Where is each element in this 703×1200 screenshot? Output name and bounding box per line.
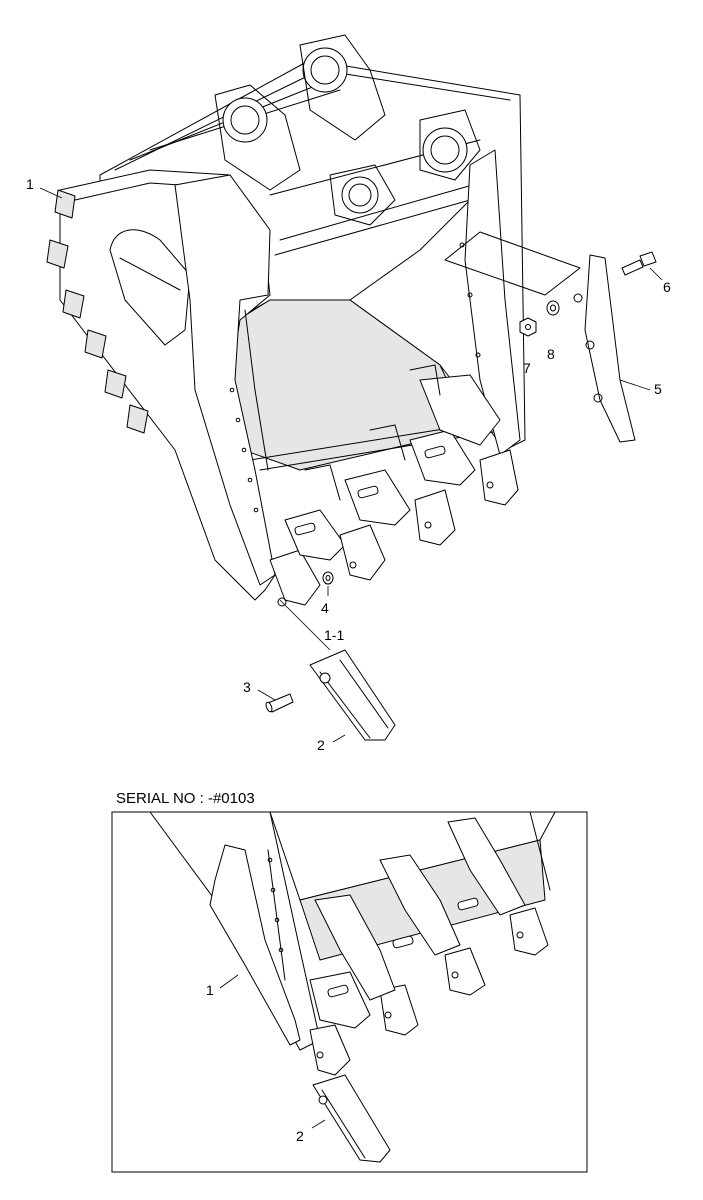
part-4-washer bbox=[322, 571, 334, 596]
leader-1-1 bbox=[279, 599, 331, 651]
callout-3: 3 bbox=[243, 679, 251, 695]
part-5-side-protector bbox=[444, 231, 651, 443]
part-8-washer bbox=[546, 300, 560, 316]
callout-8: 8 bbox=[547, 346, 555, 362]
teeth-row bbox=[269, 364, 519, 606]
part-6-bolt bbox=[621, 251, 663, 281]
callout-1: 1 bbox=[26, 176, 34, 192]
callout-7: 7 bbox=[523, 360, 531, 376]
bucket-body bbox=[59, 34, 526, 601]
leader-1 bbox=[39, 187, 63, 199]
inset-part-2-tooth bbox=[311, 1074, 391, 1163]
callout-6: 6 bbox=[663, 279, 671, 295]
part-3-pin bbox=[257, 689, 294, 713]
inset-callout-2: 2 bbox=[296, 1128, 304, 1144]
callout-4: 4 bbox=[321, 600, 329, 616]
part-7-nut bbox=[519, 317, 537, 337]
callout-1-1: 1-1 bbox=[324, 627, 345, 643]
part-2-tooth bbox=[309, 649, 396, 743]
inset-leader-1 bbox=[219, 974, 239, 989]
callout-2: 2 bbox=[317, 737, 325, 753]
inset-callout-1: 1 bbox=[206, 982, 214, 998]
callout-5: 5 bbox=[654, 381, 662, 397]
serial-note: SERIAL NO : -#0103 bbox=[116, 790, 255, 807]
inset-bucket bbox=[149, 811, 556, 1076]
